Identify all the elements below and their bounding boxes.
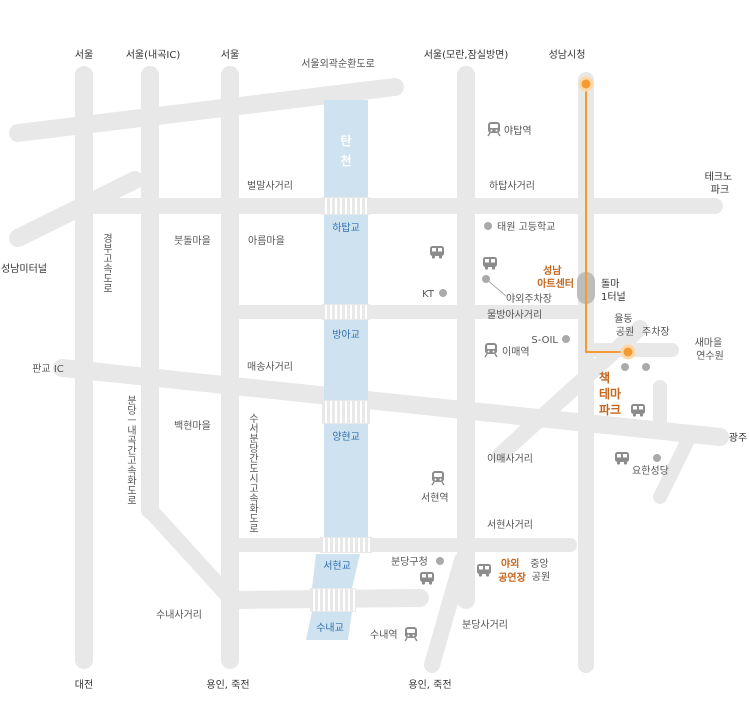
- label-beolmal: 벌말사거리: [247, 180, 293, 192]
- label-sunae-cross: 수내사거리: [156, 609, 202, 621]
- crosswalk-seohyeon: [320, 537, 372, 553]
- label-bundang-cross: 분당사거리: [462, 619, 508, 631]
- subway-station-icon: [484, 342, 498, 358]
- label-saemaeul: 새마을 연수원: [695, 337, 726, 362]
- label-suseo: 수서분당간도시고속화도로: [247, 413, 259, 533]
- highlight-labels: 성남 아트센터 야외 공연장: [498, 264, 574, 584]
- crosswalk-bangya: [322, 304, 370, 320]
- bridge-label-bangya: 방아교: [332, 329, 360, 341]
- bus-stop-icon: [430, 246, 444, 259]
- label-taewon-school: 태원 고등학교: [497, 221, 555, 233]
- river-name-1: 탄: [340, 133, 351, 148]
- subway-station-icon: [431, 470, 445, 486]
- poi-dot-icon: [484, 222, 492, 230]
- poi-dot-icon: [439, 289, 447, 297]
- poi-dot-icon: [436, 557, 444, 565]
- crosswalk-yanghyeon: [322, 400, 370, 424]
- poi-dots: [436, 222, 661, 565]
- label-soil: S-OIL: [531, 335, 558, 346]
- label-kt: KT: [422, 289, 435, 300]
- route-start-marker: [578, 76, 594, 92]
- bus-stop-icon: [615, 452, 629, 465]
- label-maesong: 매송사거리: [247, 361, 293, 373]
- bridge-label-seohyeon: 서현교: [323, 560, 351, 572]
- label-seohyeon-cross: 서현사거리: [487, 519, 533, 531]
- edge-label-pangyo-ic: 판교 IC: [32, 363, 64, 375]
- label-outdoor-parking: 야외주차장: [506, 293, 552, 305]
- poi-dot-icon: [653, 454, 661, 462]
- edge-labels: 서울 서울(내곡IC) 서울 서울외곽순환도로 서울(모란,잠실방면) 성남시청…: [1, 49, 747, 691]
- road-pangyo: [53, 359, 729, 446]
- crosswalk-sunae: [310, 588, 356, 612]
- label-imae-station: 이매역: [502, 346, 530, 358]
- label-bundang-naegok: 분당ㅡ내곡간고속화도로: [125, 395, 137, 505]
- label-yatap-station: 야탑역: [504, 125, 532, 137]
- subway-station-icon: [487, 121, 501, 137]
- label-baekhyeon: 백현마을: [174, 420, 211, 432]
- destination-label: 책 테마 파크: [599, 370, 625, 417]
- crosswalk-hatap: [322, 197, 370, 215]
- road-gwangju-diag: [653, 433, 695, 504]
- label-outdoor-stage: 야외 공연장: [498, 557, 526, 584]
- label-imae-cross: 이매사거리: [487, 453, 533, 465]
- label-parking: 주차장: [642, 326, 670, 338]
- bus-stop-icon: [420, 572, 434, 585]
- road-moran-diag: [424, 552, 470, 673]
- poi-dot-icon: [621, 363, 629, 371]
- label-art-center: 성남 아트센터: [537, 264, 574, 290]
- label-bundang-gu-office: 분당구청: [391, 556, 428, 568]
- edge-label-daejeon: 대전: [75, 679, 93, 691]
- label-butdol: 붓돌마을: [174, 235, 211, 247]
- edge-label-seoul-mid: 서울: [221, 49, 239, 61]
- label-hatap-cross: 하탑사거리: [489, 179, 535, 192]
- bridge-labels: 하탑교 방아교 양현교 서현교 수내교: [316, 221, 360, 634]
- subway-station-icon: [404, 626, 418, 642]
- edge-label-seoul-left: 서울: [75, 49, 93, 61]
- label-doma-terminal: 돌마 1터널: [601, 278, 626, 303]
- edge-label-outer-ring: 서울외곽순환도로: [301, 58, 375, 70]
- bridge-label-hatap: 하탑교: [332, 221, 360, 234]
- edge-label-seongnam-cityhall: 성남시청: [549, 49, 586, 61]
- edge-label-yongin-2: 용인, 죽전: [408, 679, 451, 691]
- edge-label-yongin-1: 용인, 죽전: [206, 679, 249, 691]
- edge-label-seoul-naegok: 서울(내곡IC): [126, 49, 181, 61]
- label-yuldong-park: 율동 공원: [614, 313, 636, 338]
- road-naegok-diag: [142, 502, 240, 608]
- edge-label-seoul-moran: 서울(모란,잠실방면): [424, 49, 509, 61]
- label-sunae-station: 수내역: [370, 629, 398, 641]
- bus-stop-icon: [477, 564, 491, 577]
- river-name-2: 천: [340, 153, 351, 168]
- bus-stop-icon: [631, 404, 645, 417]
- route-line: [585, 84, 628, 353]
- edge-label-gwangju: 광주: [729, 432, 747, 444]
- place-labels: 야탑역 벌말사거리 하탑사거리 경부고속도로 붓돌마을 아름마을 태원 고등학교…: [101, 125, 726, 641]
- poi-dot-icon: [562, 335, 570, 343]
- label-seohyeon-station: 서현역: [421, 492, 449, 504]
- label-central-park: 중앙 공원: [530, 558, 552, 583]
- edge-label-terminal: 성남미터널: [1, 263, 47, 275]
- poi-leader-line: [485, 278, 507, 297]
- label-yohan: 요한성당: [632, 465, 669, 477]
- bridge-crossings: [310, 197, 372, 612]
- route-end-marker: [620, 344, 636, 360]
- label-areum: 아름마을: [248, 235, 285, 247]
- bus-stop-icon: [483, 257, 497, 270]
- poi-dot-icon: [642, 363, 650, 371]
- tancheon-river: [306, 100, 368, 640]
- label-mulbangah: 물방아사거리: [487, 309, 542, 321]
- bridge-label-yanghyeon: 양현교: [332, 431, 360, 443]
- road-network: [9, 66, 729, 673]
- bridge-label-sunae: 수내교: [316, 622, 344, 634]
- edge-label-techno-park: 테크노 파크: [705, 171, 736, 196]
- label-gyeongbu: 경부고속도로: [101, 232, 113, 293]
